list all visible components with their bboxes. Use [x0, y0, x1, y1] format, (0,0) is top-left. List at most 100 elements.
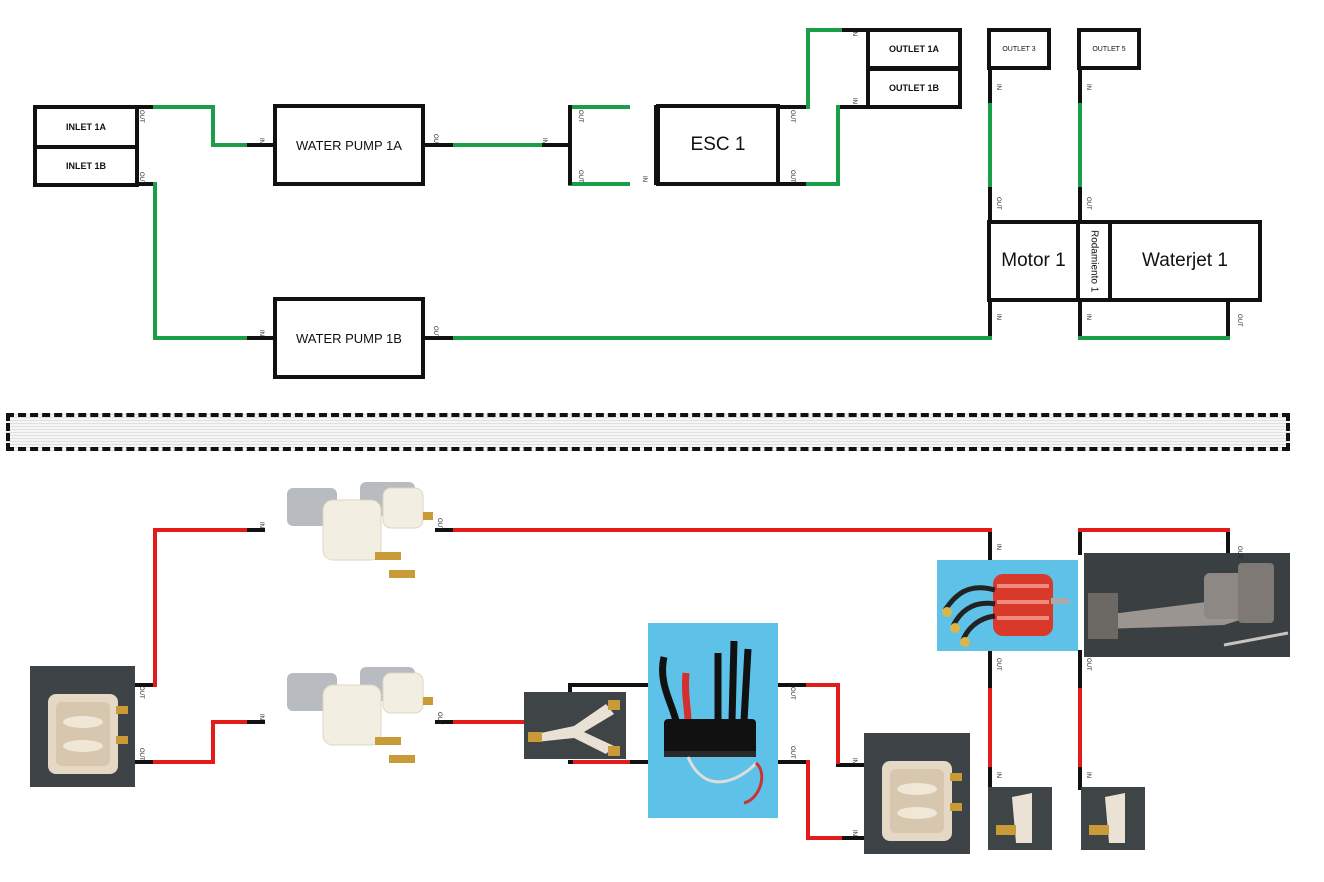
section-separator [6, 413, 1290, 451]
water-pump-1a-label: WATER PUMP 1A [296, 137, 402, 153]
water-pump-icon [287, 667, 433, 763]
port-label-motor-out: OUT [995, 197, 1001, 210]
pipe-b-inlet-pump-top-red [153, 528, 247, 687]
port-label-pump1a-out: OUT [432, 134, 438, 147]
brushless-motor-icon [942, 574, 1069, 647]
waterjet-photo [1084, 553, 1290, 657]
top-pipes [135, 28, 1230, 340]
port-label-escblock-out-bottom: OUT [577, 170, 583, 183]
pipe-b-waterjet-loop [1078, 528, 1230, 555]
pipe-inlet1b-pump1b-green [153, 182, 247, 340]
pipe-waterjet-loop [1078, 298, 1230, 340]
y-splitter-photo [524, 692, 626, 759]
esc-1-box: ESC 1 [656, 104, 780, 186]
water-pump-icon [287, 482, 433, 578]
outlet-nozzle-icon [1089, 793, 1125, 843]
motor-1-label: Motor 1 [1001, 250, 1066, 271]
port-label-inlet1b-out: OUT [138, 172, 144, 185]
port-label-b-inlet-out-top: OUT [138, 686, 144, 699]
pipe-pump1b-motor [420, 298, 992, 340]
port-label-b-pump-top-in: IN [258, 522, 264, 528]
outlet-1b-label: OUTLET 1B [888, 83, 939, 93]
water-pump-1a-box: WATER PUMP 1A [273, 104, 425, 186]
inlet-1a-label: INLET 1A [65, 122, 106, 132]
esc-photo [648, 623, 778, 818]
port-label-inlet1a-out: OUT [138, 110, 144, 123]
inlet-1b-box: INLET 1B [33, 145, 139, 187]
esc-icon [659, 640, 764, 805]
port-label-b-pump-top-out: OUT [436, 518, 442, 531]
inlet-grate-photo [30, 666, 135, 787]
outlet-nozzle-left-photo [988, 787, 1052, 850]
port-label-esc1-out-bottom: OUT [789, 170, 795, 183]
waterjet-1-box: Waterjet 1 [1108, 220, 1262, 302]
port-label-b-motor-in: IN [995, 544, 1001, 550]
pipe-b-inlet-pump-bottom-red [153, 720, 247, 764]
pipe-esc-outlet1a-green [806, 28, 842, 109]
pipe-inlet1b-pump1b [135, 182, 277, 340]
pipe-b-inlet-pump-bottom [133, 720, 277, 764]
port-label-b-waterjet-out: OUT [1085, 658, 1091, 671]
water-pump-1b-box: WATER PUMP 1B [273, 297, 425, 379]
outlet-grate-icon [882, 761, 962, 841]
port-label-b-pump-bottom-in: IN [258, 714, 264, 720]
pipe-b-esc-outlet-bottom [776, 760, 868, 840]
outlet-3-box: OUTLET 3 [987, 28, 1051, 70]
port-label-b-outlet-in-bottom: IN [851, 830, 857, 836]
port-label-escblock-out-top: OUT [577, 110, 583, 123]
rodamiento-1-box: Rodamiento 1 [1076, 220, 1112, 302]
port-label-b-nozzle-left-in: IN [995, 772, 1001, 778]
port-label-b-esc-out-bottom: OUT [789, 746, 795, 759]
port-label-b-motor-out: OUT [995, 658, 1001, 671]
outlet-1a-label: OUTLET 1A [888, 44, 939, 54]
port-label-outlet1b-in: IN [851, 98, 857, 104]
water-pump-1b-label: WATER PUMP 1B [296, 330, 402, 346]
port-label-b-outlet-in-top: IN [851, 758, 857, 764]
waterjet-1-label: Waterjet 1 [1142, 250, 1228, 271]
port-label-b-inlet-out-bottom: OUT [138, 748, 144, 761]
port-label-b-nozzle-right-in: IN [1085, 772, 1091, 778]
esc-1-label: ESC 1 [690, 134, 746, 155]
esc-left-connector [568, 105, 658, 185]
outlet-grate-photo [864, 733, 970, 854]
pipe-b-splitter-esc-top [568, 683, 652, 694]
pipe-esc-outlet1a [776, 28, 870, 109]
pipe-b-esc-outlet-top-red [806, 683, 840, 764]
port-label-waterjet-in: IN [1085, 314, 1091, 320]
brushless-motor-photo [937, 560, 1078, 651]
port-label-esc1-out-top: OUT [789, 110, 795, 123]
outlet-1b-box: OUTLET 1B [866, 67, 962, 109]
port-label-esc-in: IN [541, 138, 547, 144]
bottom-pipes [133, 528, 1230, 840]
pipe-b-pump-top-motor [433, 528, 992, 562]
pipe-inlet1a-pump1a-green [153, 105, 247, 147]
motor-1-box: Motor 1 [987, 220, 1080, 302]
port-label-outlet1a-in: IN [851, 30, 857, 36]
port-label-b-waterjet-out-right: OUT [1236, 546, 1242, 559]
outlet-5-box: OUTLET 5 [1077, 28, 1141, 70]
inlet-grate-icon [48, 694, 128, 774]
port-label-waterjet-out-bottom: OUT [1236, 314, 1242, 327]
port-label-waterjet-out-top: OUT [1085, 197, 1091, 210]
outlet-1a-box: OUTLET 1A [866, 28, 962, 70]
inlet-1a-box: INLET 1A [33, 105, 139, 149]
rodamiento-1-label: Rodamiento 1 [1088, 229, 1100, 293]
pipe-esc-outlet1b-green [806, 105, 840, 186]
pipe-b-esc-outlet-bottom-red [806, 760, 842, 840]
water-pump-bottom-photo [265, 663, 435, 786]
y-splitter-icon [528, 700, 620, 756]
outlet-nozzle-right-photo [1081, 787, 1145, 850]
water-pump-top-photo [265, 478, 435, 601]
inlet-1b-label: INLET 1B [65, 161, 106, 171]
port-label-pump1a-in: IN [258, 138, 264, 144]
outlet-3-label: OUTLET 3 [1002, 45, 1036, 53]
waterjet-icon [1088, 563, 1289, 647]
port-label-b-pump-bottom-out: OUT [436, 712, 442, 725]
port-label-outlet3-in: IN [995, 84, 1001, 90]
pipe-inlet1a-pump1a [135, 105, 277, 147]
outlet-nozzle-icon [996, 793, 1032, 843]
port-label-outlet5-in: IN [1085, 84, 1091, 90]
outlet-5-label: OUTLET 5 [1092, 45, 1126, 53]
